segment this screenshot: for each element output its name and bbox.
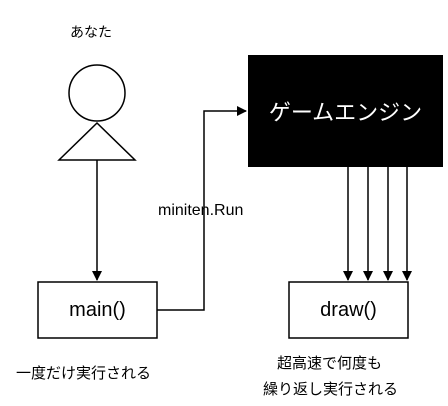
draw-repeat-note-line2: 繰り返し実行される [263,380,399,398]
actor-figure [57,64,137,161]
edge-run-label: miniten.Run [158,202,244,219]
main-box [37,281,158,339]
draw-box [288,281,409,339]
main-label: main() [69,298,126,321]
actor-body [57,121,137,161]
actor-label: あなた [70,25,112,41]
draw-label: draw() [320,298,377,321]
engine-box [248,55,443,167]
engine-label: ゲームエンジン [268,101,423,126]
main-once-note: 一度だけ実行される [16,364,152,382]
actor-head [68,64,126,122]
arrow-main-to-engine [157,106,247,311]
draw-repeat-note-line1: 超高速で何度も [277,354,383,372]
